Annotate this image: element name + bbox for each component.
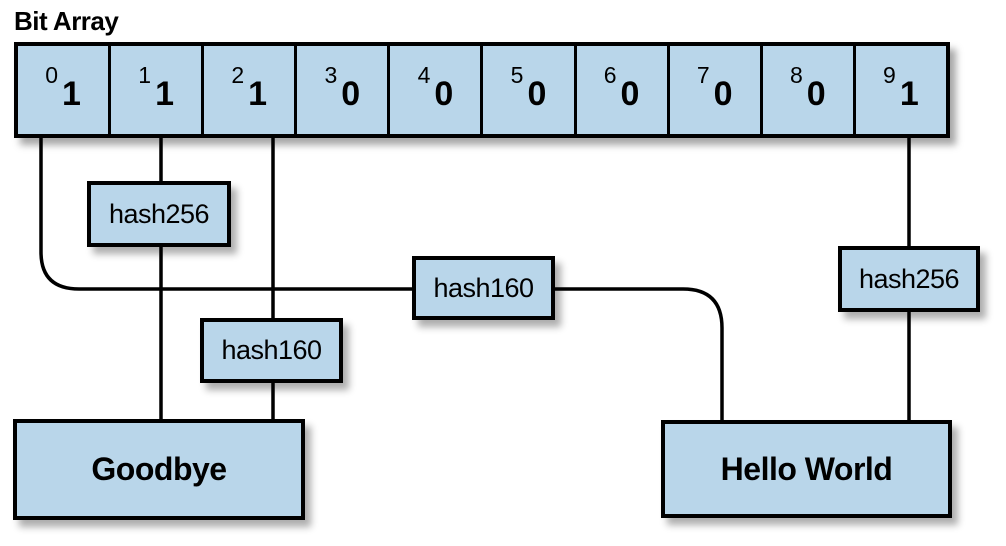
bit-index: 2 (231, 61, 245, 88)
hash160-box-left: hash160 (200, 318, 343, 383)
bit-value: 0 (434, 74, 454, 113)
line-hash160-mid-to-helloworld (548, 287, 724, 425)
bit-array: 0 1 1 1 2 1 3 0 4 0 5 0 6 0 7 0 (14, 42, 950, 138)
bit-index: 3 (324, 61, 338, 88)
bit-value: 0 (527, 74, 547, 113)
bit-cell-8: 8 0 (763, 46, 856, 134)
hash256-box-left: hash256 (87, 181, 231, 247)
bit-value: 1 (899, 74, 919, 113)
line-cell0-to-hash160-mid (39, 130, 420, 291)
bit-cell-2: 2 1 (204, 46, 298, 134)
bit-index: 4 (417, 61, 431, 88)
bit-cell-7: 7 0 (670, 46, 763, 134)
hash160-box-middle: hash160 (412, 256, 555, 320)
bit-index: 8 (789, 61, 803, 88)
bit-value: 1 (155, 74, 174, 113)
bit-value: 0 (620, 74, 640, 113)
bit-cell-1: 1 1 (111, 46, 205, 134)
hash256-box-right: hash256 (838, 246, 980, 312)
bit-value: 0 (713, 74, 733, 113)
bit-value: 1 (248, 74, 268, 113)
bit-cell-0: 0 1 (18, 46, 112, 134)
bit-value: 0 (341, 74, 361, 113)
bit-cell-5: 5 0 (483, 46, 577, 134)
bit-value: 0 (806, 74, 826, 113)
bit-index: 1 (138, 61, 152, 88)
bit-value: 1 (61, 74, 81, 113)
bit-index: 6 (603, 61, 617, 88)
bit-cell-9: 9 1 (856, 46, 946, 134)
bit-index: 7 (696, 61, 710, 88)
bit-cell-3: 3 0 (297, 46, 391, 134)
bit-index: 9 (883, 61, 896, 88)
diagram-title: Bit Array (14, 6, 119, 36)
bit-index: 0 (45, 61, 58, 88)
bit-index: 5 (510, 61, 524, 88)
item-box-hello-world: Hello World (661, 420, 952, 518)
bit-cell-4: 4 0 (390, 46, 484, 134)
bit-cell-6: 6 0 (577, 46, 670, 134)
item-box-goodbye: Goodbye (13, 419, 305, 520)
